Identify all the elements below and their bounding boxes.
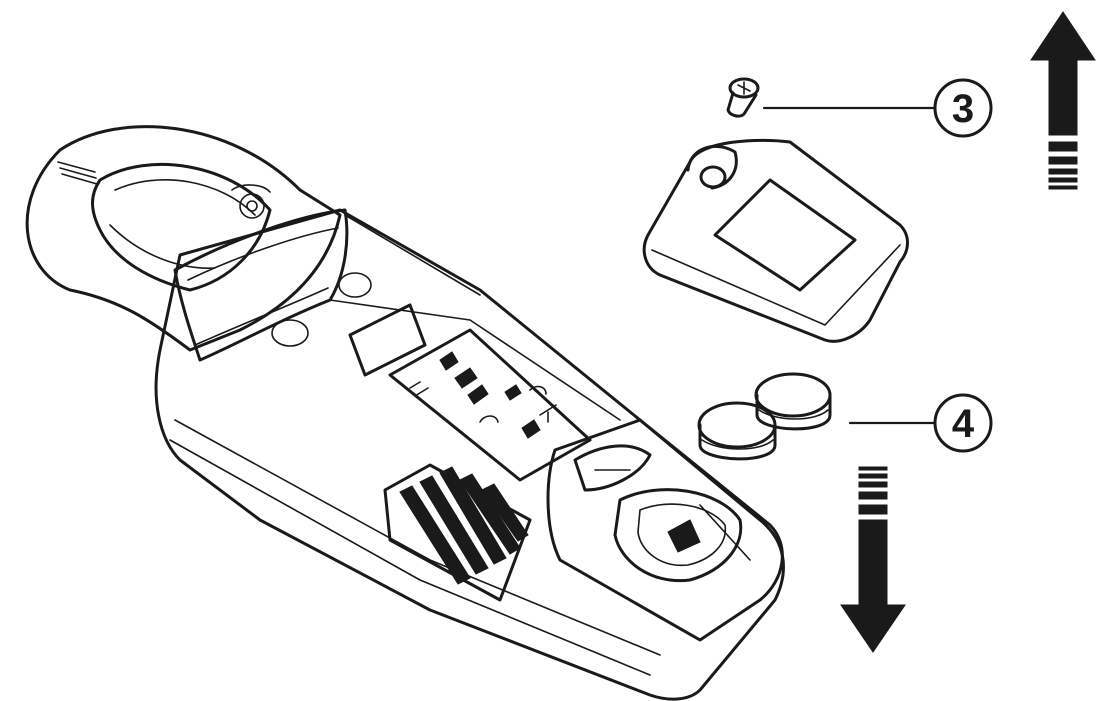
screw — [726, 77, 760, 118]
down-arrow-icon — [840, 466, 906, 653]
callout-3-label: 3 — [952, 87, 974, 131]
callout-3: 3 — [762, 78, 993, 138]
ribbed-grip — [383, 463, 532, 602]
up-arrow-icon — [1030, 11, 1096, 190]
button-batteries — [697, 372, 832, 461]
label-markings — [409, 351, 557, 439]
clamp-meter-body — [25, 125, 785, 701]
callout-4-label: 4 — [952, 402, 975, 446]
callout-4: 4 — [848, 393, 993, 453]
battery-cover — [642, 138, 909, 343]
battery-compartment — [546, 418, 784, 642]
